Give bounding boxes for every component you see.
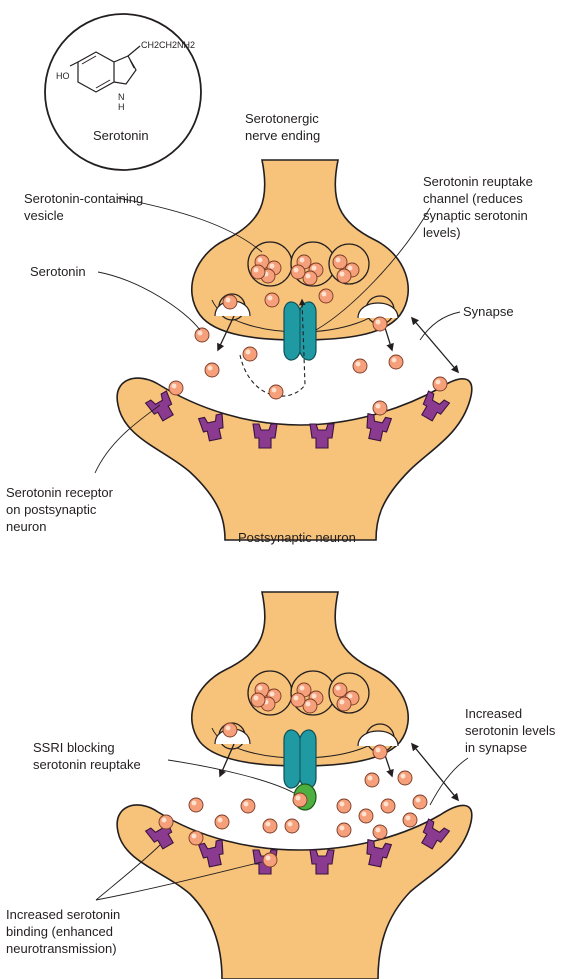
serotonin-molecule [292, 792, 308, 808]
serotonin-molecule [412, 794, 428, 810]
receptors-top [144, 390, 451, 449]
reuptake-label-4: levels) [423, 225, 461, 240]
serotonin-molecule [188, 830, 204, 846]
serotonin-label: Serotonin [30, 264, 86, 279]
serotonin-molecule [290, 692, 306, 708]
increased-label-2: serotonin levels [465, 723, 556, 738]
nerve-ending-label-1: Serotonergic [245, 111, 319, 126]
serotonin-molecule [432, 376, 448, 392]
postsynaptic-label: Postsynaptic neuron [238, 530, 356, 545]
serotonin-receptor [252, 423, 278, 449]
serotonin-molecule [380, 798, 396, 814]
increased-label-3: in synapse [465, 740, 527, 755]
serotonin-molecule [204, 362, 220, 378]
panel-top: Serotonergic nerve ending Serotonin-cont… [6, 111, 533, 545]
nerve-ending-label-2: nerve ending [245, 128, 320, 143]
serotonin-molecule [388, 354, 404, 370]
serotonin-molecule [372, 744, 388, 760]
serotonin-receptor [421, 818, 451, 850]
serotonin-molecule [242, 346, 258, 362]
serotonin-molecule [214, 814, 230, 830]
serotonin-molecule [222, 722, 238, 738]
serotonin-molecule [372, 316, 388, 332]
reuptake-channel-bottom [283, 729, 317, 789]
serotonin-molecule [336, 798, 352, 814]
serotonin-molecule [352, 358, 368, 374]
serotonin-molecule [332, 682, 348, 698]
panel-bottom: SSRI blocking serotonin reuptake Increas… [6, 591, 556, 979]
serotonin-molecule [332, 254, 348, 270]
serotonin-molecule [318, 288, 334, 304]
receptor-label-2: on postsynaptic [6, 502, 97, 517]
binding-label-2: binding (enhanced [6, 924, 113, 939]
increased-label-1: Increased [465, 706, 522, 721]
serotonin-molecule [290, 264, 306, 280]
molecule-h-label: H [118, 102, 125, 112]
serotonin-molecule [158, 814, 174, 830]
serotonin-molecule [372, 824, 388, 840]
molecule-n-label: N [118, 92, 125, 102]
serotonin-molecule [336, 696, 352, 712]
serotonin-molecule [168, 380, 184, 396]
serotonin-molecule [250, 692, 266, 708]
serotonin-molecule [336, 822, 352, 838]
reuptake-label-1: Serotonin reuptake [423, 174, 533, 189]
reuptake-channel [283, 301, 317, 361]
receptor-label-1: Serotonin receptor [6, 485, 114, 500]
serotonin-molecule: HO CH2CH2NH2 N H Serotonin [44, 13, 202, 171]
molecule-name: Serotonin [93, 128, 149, 143]
reuptake-label-2: channel (reduces [423, 191, 523, 206]
serotonin-receptor [197, 839, 224, 868]
serotonin-receptor [309, 849, 335, 875]
serotonin-receptor [309, 423, 335, 449]
serotonin-molecule [262, 818, 278, 834]
serotonin-molecule [397, 770, 413, 786]
serotonin-molecule [268, 384, 284, 400]
synapse-label: Synapse [463, 304, 514, 319]
serotonin-molecule [264, 292, 280, 308]
serotonin-molecule [364, 772, 380, 788]
receptors-bottom [144, 818, 451, 875]
serotonin-molecule [358, 808, 374, 824]
serotonin-molecule [188, 797, 204, 813]
serotonin-molecule [240, 798, 256, 814]
serotonin-receptor [366, 839, 393, 868]
binding-label-1: Increased serotonin [6, 907, 120, 922]
serotonin-molecule [372, 400, 388, 416]
serotonin-molecule [222, 294, 238, 310]
serotonin-molecule [262, 852, 278, 868]
molecule-ho-label: HO [56, 71, 70, 81]
serotonin-receptor [421, 390, 451, 422]
serotonin-molecule [402, 812, 418, 828]
ssri-label-2: serotonin reuptake [33, 757, 141, 772]
receptor-label-3: neuron [6, 519, 46, 534]
vesicle-label-1: Serotonin-containing [24, 191, 143, 206]
vesicle-label-2: vesicle [24, 208, 64, 223]
serotonin-molecule [194, 327, 210, 343]
molecule-chain-label: CH2CH2NH2 [141, 40, 195, 50]
ssri-label-1: SSRI blocking [33, 740, 115, 755]
serotonin-molecule [250, 264, 266, 280]
serotonin-molecule [336, 268, 352, 284]
serotonin-molecules-top [168, 254, 448, 416]
binding-label-3: neurotransmission) [6, 941, 117, 956]
serotonin-molecules-bottom [158, 682, 428, 868]
serotonin-receptor [366, 413, 393, 442]
reuptake-label-3: synaptic serotonin [423, 208, 528, 223]
serotonin-receptor [197, 413, 224, 442]
serotonin-molecule [284, 818, 300, 834]
